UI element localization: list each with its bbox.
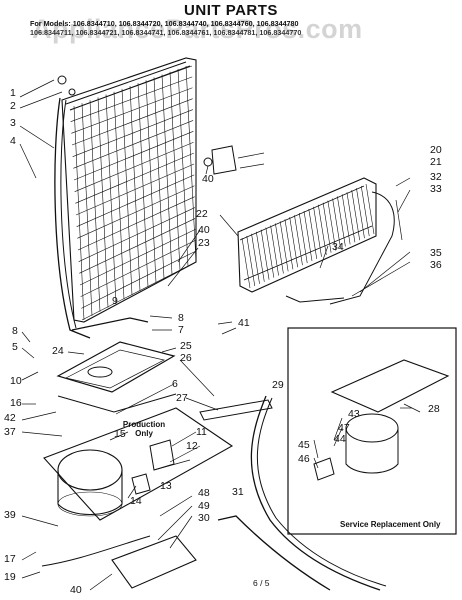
compressor-assembly <box>43 407 234 521</box>
callout-5: 5 <box>12 341 18 353</box>
callout-7: 7 <box>178 324 184 336</box>
callout-33: 33 <box>430 183 442 195</box>
callout-23: 23 <box>198 237 210 249</box>
page-title: UNIT PARTS <box>184 2 278 19</box>
callout-40-top: 40 <box>202 173 214 185</box>
production-only-note: Production Only <box>112 420 176 438</box>
callout-13: 13 <box>160 480 172 492</box>
callout-29: 29 <box>272 379 284 391</box>
callout-21: 21 <box>430 156 442 168</box>
callout-45: 45 <box>298 439 310 451</box>
service-replacement-box <box>287 327 457 535</box>
callout-11: 11 <box>196 426 207 438</box>
callout-46: 46 <box>298 453 310 465</box>
callout-17: 17 <box>4 553 16 565</box>
callout-12: 12 <box>186 440 198 452</box>
model-line-2: 106.8344711, 106.8344721, 106.8344741, 1… <box>30 28 302 37</box>
watermark: AppliancePartsPros.com <box>32 14 363 44</box>
production-note-line-1: Production <box>122 420 166 429</box>
callout-26: 26 <box>180 352 192 364</box>
callout-10: 10 <box>10 375 22 387</box>
callout-3: 3 <box>10 117 16 129</box>
callout-40-mid: 40 <box>198 224 210 236</box>
callout-1: 1 <box>10 87 16 99</box>
callout-32: 32 <box>430 171 442 183</box>
callout-22: 22 <box>196 208 208 220</box>
callout-20: 20 <box>430 144 442 156</box>
callout-47: 47 <box>338 422 350 434</box>
model-list: For Models: 106.8344710, 106.8344720, 10… <box>30 19 455 37</box>
callout-19: 19 <box>4 571 16 583</box>
callout-48: 48 <box>198 487 210 499</box>
callout-35: 35 <box>430 247 442 259</box>
callout-40-bottom: 40 <box>70 584 82 596</box>
model-line-1: For Models: 106.8344710, 106.8344720, 10… <box>30 19 299 28</box>
page-number: 6 / 5 <box>253 578 270 588</box>
callout-16: 16 <box>10 397 22 409</box>
callout-28: 28 <box>428 403 440 415</box>
callout-43: 43 <box>348 408 360 420</box>
callout-6: 6 <box>172 378 178 390</box>
callout-27: 27 <box>176 392 188 404</box>
callout-49: 49 <box>198 500 210 512</box>
service-replacement-note: Service Replacement Only <box>340 520 441 529</box>
condenser-coil <box>54 57 197 339</box>
callout-31: 31 <box>232 486 244 498</box>
callout-39: 39 <box>4 509 16 521</box>
callout-36: 36 <box>430 259 442 271</box>
callout-9: 9 <box>112 295 118 307</box>
callout-25: 25 <box>180 340 192 352</box>
callout-2: 2 <box>10 100 16 112</box>
callout-44: 44 <box>334 433 346 445</box>
callout-30: 30 <box>198 512 210 524</box>
callout-24: 24 <box>52 345 64 357</box>
callout-8-right: 8 <box>178 312 184 324</box>
callout-15: 15 <box>114 428 126 440</box>
callout-34: 34 <box>332 241 344 253</box>
callout-42: 42 <box>4 412 16 424</box>
callout-14: 14 <box>130 495 142 507</box>
callout-41: 41 <box>238 317 250 329</box>
evaporator-coil <box>237 177 395 305</box>
callout-4: 4 <box>10 135 16 147</box>
callout-8-left: 8 <box>12 325 18 337</box>
production-note-line-2: Only <box>135 429 153 438</box>
callout-37: 37 <box>4 426 16 438</box>
